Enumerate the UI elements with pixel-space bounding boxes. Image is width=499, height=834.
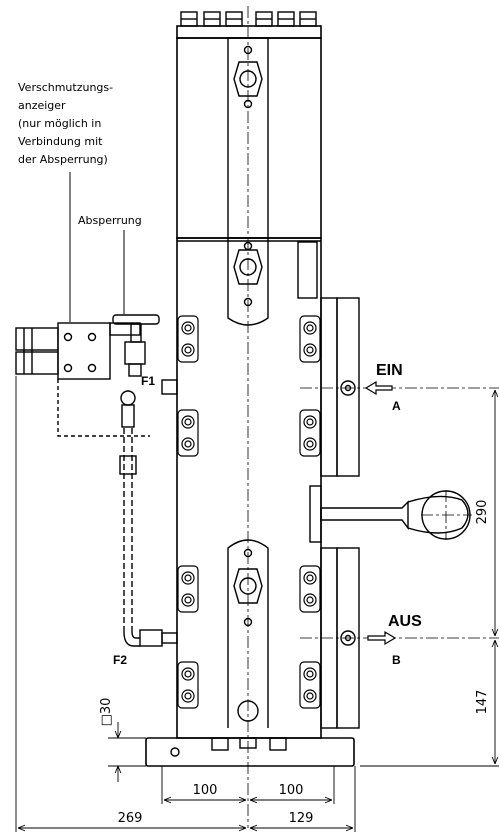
bolt-pairs	[177, 315, 321, 709]
outlet-arrow	[367, 630, 397, 646]
dim-147: 147	[475, 690, 490, 715]
dim-square-30: □30	[99, 698, 114, 727]
pipe-fitting	[120, 390, 136, 406]
filter-f2-label: F2	[113, 653, 127, 667]
top-cover	[176, 25, 322, 39]
shutoff-note: Absperrung	[78, 214, 142, 227]
indicator-note-line-5: der Absperrung)	[18, 153, 108, 166]
filter-f1-label: F1	[141, 374, 155, 388]
dim-290: 290	[475, 500, 490, 525]
inlet-label: EIN	[376, 362, 403, 379]
indicator-note-line-3: (nur möglich in	[18, 117, 101, 130]
lever-bracket	[309, 485, 322, 543]
top-bolts	[180, 11, 317, 27]
base-plate	[145, 737, 355, 767]
upper-housing	[176, 37, 322, 239]
inlet-arrow	[364, 380, 393, 396]
dim-129: 129	[289, 811, 314, 826]
filter-f2-stub	[139, 629, 163, 647]
inlet-letter: A	[392, 399, 401, 413]
indicator-note-line-1: Verschmutzungs-	[18, 81, 113, 94]
indicator-note-line-4: Verbindung mit	[18, 135, 103, 148]
main-housing	[176, 237, 322, 739]
shutoff-valve-block	[57, 322, 111, 380]
side-cover-plate	[320, 297, 338, 477]
indicator-note-line-2: anzeiger	[18, 99, 66, 112]
dirt-indicator	[15, 327, 59, 351]
upper-hex-nut	[233, 61, 263, 97]
outlet-label: AUS	[388, 613, 422, 630]
dim-100-left: 100	[193, 783, 218, 798]
dim-100-right: 100	[279, 783, 304, 798]
outlet-letter: B	[392, 653, 401, 667]
dim-269: 269	[118, 811, 143, 826]
change-over-lever	[320, 500, 409, 531]
label-plate	[297, 241, 318, 299]
filter-f1-stub	[161, 379, 178, 395]
